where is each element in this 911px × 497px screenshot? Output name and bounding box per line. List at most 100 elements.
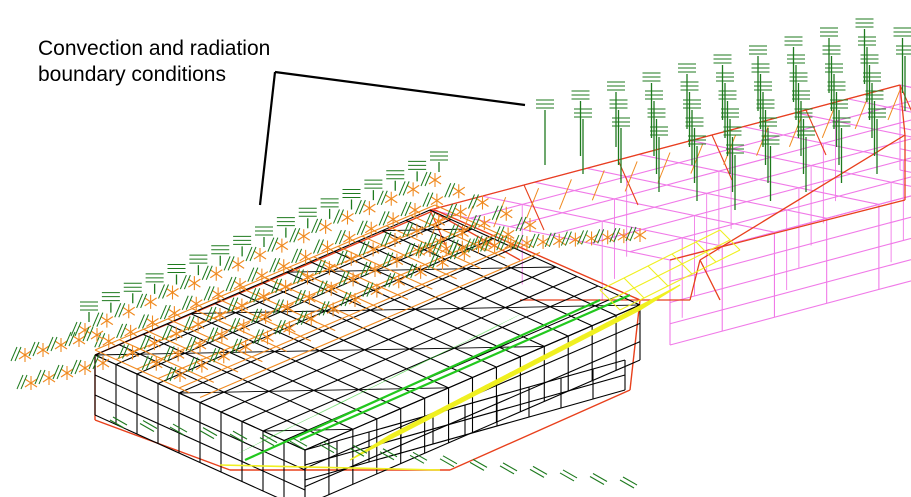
green-edge: [299, 293, 631, 442]
convection-bc-symbol: [409, 454, 425, 464]
boundary-condition-symbols: [10, 18, 911, 489]
yellow-edge: [599, 229, 721, 291]
convection-bc-symbol: [448, 183, 456, 198]
convection-bc-symbol: [109, 419, 125, 429]
orange-edge: [167, 318, 263, 363]
convection-bc-symbol: [497, 226, 505, 241]
convection-bc-symbol: [473, 214, 481, 230]
convection-bc-symbol: [317, 239, 324, 254]
convection-bc-symbol: [406, 222, 414, 237]
orange-element-edges: [94, 89, 901, 399]
convection-bc-symbol: [203, 286, 211, 301]
red-outline-edge: [699, 134, 906, 261]
black-diagonal-edge: [415, 307, 461, 310]
convection-bc-symbol: [179, 274, 187, 290]
black-diagonal-edge: [505, 306, 551, 309]
annotation-leader-line: [258, 70, 526, 206]
green-filled-element: [427, 344, 460, 361]
green-filled-element: [242, 435, 275, 452]
orange-edge: [178, 242, 520, 389]
convection-bc-symbol: [92, 354, 100, 370]
convection-bc-symbol: [181, 295, 189, 310]
convection-bc-symbol: [469, 461, 485, 471]
convection-bc-symbol: [589, 475, 605, 485]
convection-bc-symbol: [229, 318, 237, 333]
red-outline-edge: [429, 84, 901, 211]
green-filled-element: [446, 335, 479, 352]
convection-bc-symbol: [448, 224, 455, 239]
convection-bc-symbol: [349, 447, 365, 457]
green-filled-element: [409, 353, 442, 370]
convection-bc-symbol: [86, 326, 94, 342]
orange-edge: [887, 89, 901, 121]
convection-bc-symbol: [98, 333, 106, 348]
leader-line-segment: [274, 70, 526, 107]
yellow-edge: [219, 464, 441, 471]
convection-bc-symbol: [16, 374, 24, 390]
convection-bc-symbol: [278, 319, 286, 335]
orange-edge: [434, 204, 530, 249]
convection-bc-symbol: [430, 233, 438, 249]
convection-bc-symbol: [172, 423, 188, 433]
convection-bc-symbol: [209, 306, 217, 322]
convection-bc-symbol: [257, 329, 264, 344]
convection-bc-symbol: [205, 306, 213, 322]
red-outline-edge: [434, 209, 641, 301]
convection-bc-symbol: [499, 465, 515, 475]
convection-bc-symbol: [235, 338, 243, 354]
orange-edge: [289, 266, 385, 311]
convection-bc-symbol: [412, 451, 428, 461]
yellow-edge: [398, 397, 463, 436]
yellow-edge: [470, 359, 536, 398]
convection-bc-symbol: [366, 282, 374, 297]
green-filled-element: [434, 340, 467, 357]
convection-bc-symbol: [163, 304, 171, 320]
convection-bc-symbol: [382, 252, 390, 267]
pink-top-edge: [509, 119, 911, 228]
convection-bc-symbol: [293, 228, 301, 243]
convection-bc-symbol: [232, 430, 248, 440]
convection-bc-symbol: [313, 239, 320, 254]
convection-bc-symbol: [314, 259, 322, 275]
convection-bc-symbol: [92, 312, 100, 327]
green-filled-element: [337, 388, 370, 405]
red-outline-edge: [629, 299, 641, 391]
convection-bc-symbol: [382, 448, 398, 458]
red-outline-edge: [699, 259, 721, 301]
pink-top-edge: [549, 138, 911, 236]
convection-bc-symbol: [426, 233, 434, 249]
orange-edge: [854, 98, 868, 130]
convection-bc-symbol: [116, 323, 124, 339]
convection-bc-symbol: [88, 354, 96, 370]
convection-bc-symbol: [64, 331, 72, 347]
green-filled-element: [376, 369, 409, 386]
convection-bc-symbol: [422, 192, 430, 207]
orange-edge: [361, 235, 457, 280]
green-filled-element: [300, 406, 333, 423]
convection-bc-symbol: [273, 299, 280, 314]
convection-bc-symbol: [472, 194, 479, 209]
convection-bc-symbol: [185, 295, 193, 310]
convection-bc-symbol: [300, 310, 308, 325]
convection-bc-symbol: [56, 364, 64, 380]
convection-bc-symbol: [548, 232, 556, 247]
convection-bc-symbol: [269, 258, 277, 273]
convection-bc-symbol: [376, 190, 384, 205]
orange-edge: [821, 107, 835, 139]
pink-top-edge: [589, 157, 911, 244]
convection-bc-symbol: [10, 346, 18, 362]
convection-bc-symbol: [431, 240, 439, 256]
convection-bc-symbol: [118, 344, 125, 359]
convection-bc-symbol: [322, 301, 330, 316]
orange-edge: [788, 116, 802, 147]
convection-bc-symbol: [442, 455, 458, 465]
convection-bc-symbol: [468, 194, 475, 209]
pink-side-edge: [669, 216, 911, 282]
convection-bc-symbol: [291, 248, 299, 264]
convection-bc-symbol: [143, 334, 151, 350]
black-side-edge: [304, 374, 626, 466]
convection-bc-symbol: [163, 346, 171, 361]
convection-bc-symbol: [435, 240, 443, 256]
pink-top-edge: [469, 100, 911, 219]
black-end-edge: [94, 374, 306, 471]
